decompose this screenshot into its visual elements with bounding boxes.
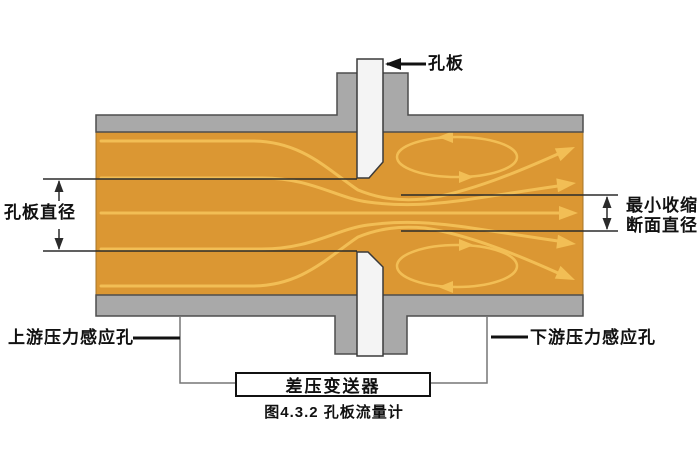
vena-arrow-up — [602, 196, 612, 208]
vortex-bottom-arrow-right — [459, 239, 474, 251]
downstream-tap-line — [431, 316, 488, 384]
vortex-arrowheads — [438, 131, 474, 293]
vortex-bottom-arrow-left — [438, 281, 453, 293]
flow-arrow-1 — [554, 147, 575, 162]
flow-arrowheads — [554, 147, 578, 280]
orifice-plate-leader-arrow — [385, 58, 401, 70]
orifice-plate-label: 孔板 — [428, 54, 464, 73]
flow-arrow-2 — [556, 178, 576, 193]
orifice-diameter-label: 孔板直径 — [4, 203, 76, 222]
vena-arrow-down — [602, 218, 612, 230]
orifice-plate-top — [356, 58, 384, 179]
recirculation-vortices — [395, 135, 519, 289]
vortex-top-arrow-right — [459, 171, 474, 183]
orifice-diameter-arrowheads — [54, 180, 64, 250]
transmitter-label: 差压变送器 — [285, 377, 381, 396]
vena-contracta-label-line1: 最小收缩 — [626, 196, 698, 215]
figure-caption: 图4.3.2 孔板流量计 — [264, 404, 404, 421]
upstream-tap-label: 上游压力感应孔 — [8, 328, 134, 347]
transmitter-box: 差压变送器 — [235, 372, 431, 397]
streamline-lower — [99, 220, 560, 251]
orifice-plate-bottom — [356, 251, 384, 357]
streamline-top — [99, 139, 560, 202]
streamline-upper — [99, 176, 560, 207]
flow-arrow-3 — [559, 206, 578, 220]
pipe-wall-top — [95, 72, 584, 133]
flow-arrow-5 — [554, 265, 575, 280]
dim-arrow-up — [54, 180, 64, 192]
streamline-bottom — [99, 225, 560, 288]
streamlines — [99, 139, 562, 288]
flow-arrow-4 — [556, 234, 576, 249]
vena-contracta-label-line2: 断面直径 — [626, 216, 698, 235]
downstream-tap-label: 下游压力感应孔 — [530, 328, 656, 347]
pipe-wall-bottom — [95, 294, 584, 355]
vortex-top — [395, 135, 519, 179]
upstream-tap-line — [179, 316, 235, 384]
dim-arrow-down — [54, 238, 64, 250]
vortex-top-arrow-left — [438, 131, 453, 143]
vena-contracta-arrowheads — [602, 196, 612, 230]
vortex-bottom — [395, 243, 519, 289]
